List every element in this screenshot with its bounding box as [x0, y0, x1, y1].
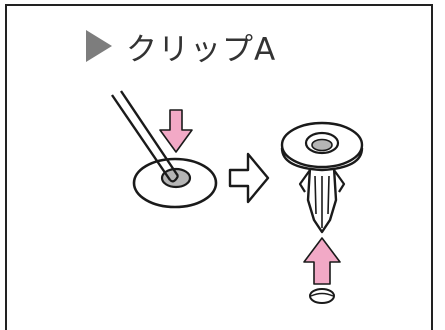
hole-icon: [309, 288, 335, 304]
clip-icon: [280, 121, 364, 234]
next-step-arrow-icon: [228, 152, 270, 204]
play-triangle-icon: [86, 30, 112, 62]
pink-down-arrow-icon: [159, 109, 193, 153]
pink-up-arrow-icon: [303, 237, 341, 285]
figure-title: クリップA: [86, 26, 277, 68]
title-text: クリップA: [126, 31, 277, 68]
figure-frame: [5, 4, 433, 330]
clip-hole-icon: [132, 157, 218, 209]
screwdriver-icon: [111, 90, 179, 183]
